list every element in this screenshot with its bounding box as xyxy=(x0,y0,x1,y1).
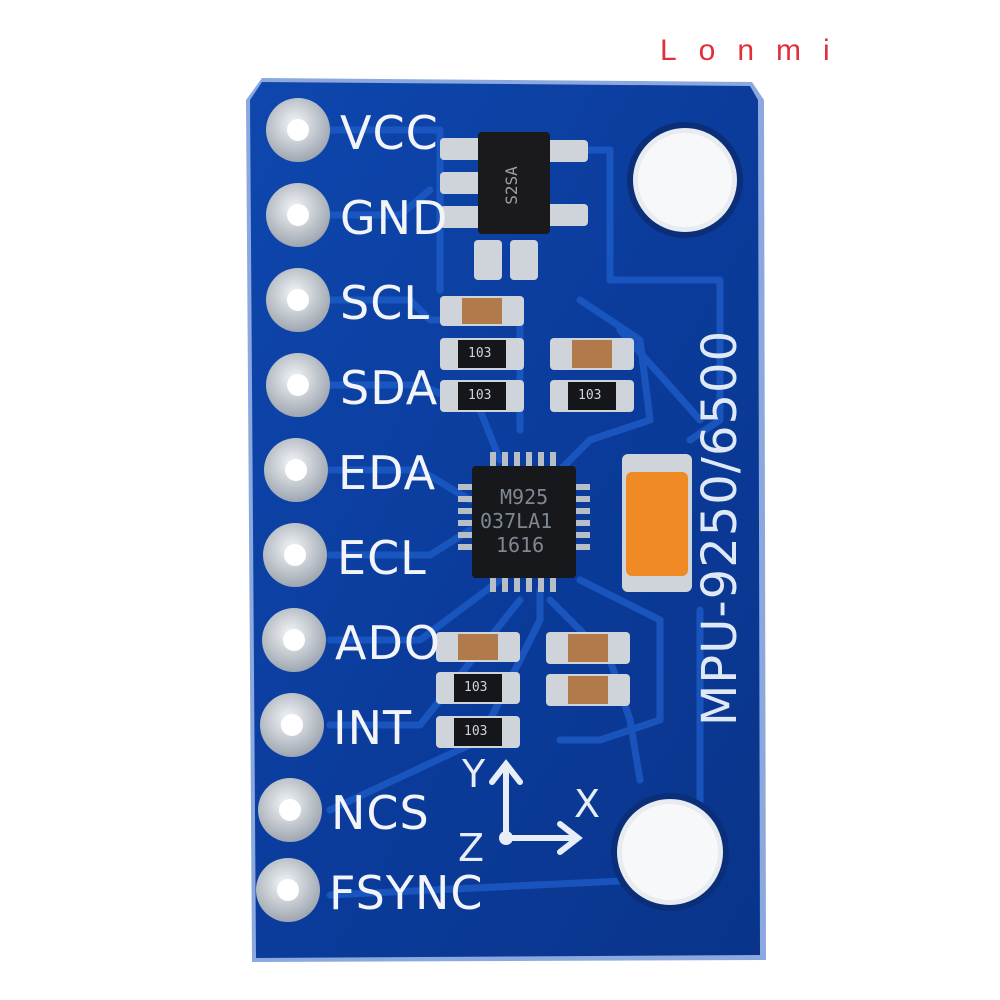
chip-marking-line1: M925 xyxy=(500,485,549,509)
resistor-marking-r2: 103 xyxy=(468,388,492,403)
axis-label-x: X xyxy=(574,782,601,826)
resistor-marking-r4: 103 xyxy=(464,680,488,695)
axis-label-z: Z xyxy=(458,826,485,870)
pin-label-scl: SCL xyxy=(340,276,430,330)
chip-marking-line2: 037LA1 xyxy=(480,509,553,533)
pin-label-ncs: NCS xyxy=(331,786,430,840)
resistor-marking-r5: 103 xyxy=(464,724,488,739)
axis-label-y: Y xyxy=(462,752,486,796)
pin-label-ado: ADO xyxy=(335,616,442,670)
chip-marking-line3: 1616 xyxy=(496,533,545,557)
pin-label-fsync: FSYNC xyxy=(329,866,484,920)
brand-watermark: Lonmi xyxy=(660,34,852,67)
pin-label-ecl: ECL xyxy=(337,531,427,585)
model-label: MPU-9250/6500 xyxy=(692,329,748,727)
resistor-marking-r3: 103 xyxy=(578,388,602,403)
resistor-marking-r1: 103 xyxy=(468,346,492,361)
pin-label-gnd: GND xyxy=(340,191,449,245)
regulator-marking: S2SA xyxy=(501,166,521,205)
pin-label-int: INT xyxy=(333,701,413,755)
pin-label-sda: SDA xyxy=(340,361,439,415)
pin-label-vcc: VCC xyxy=(340,106,439,160)
pin-label-eda: EDA xyxy=(338,446,437,500)
